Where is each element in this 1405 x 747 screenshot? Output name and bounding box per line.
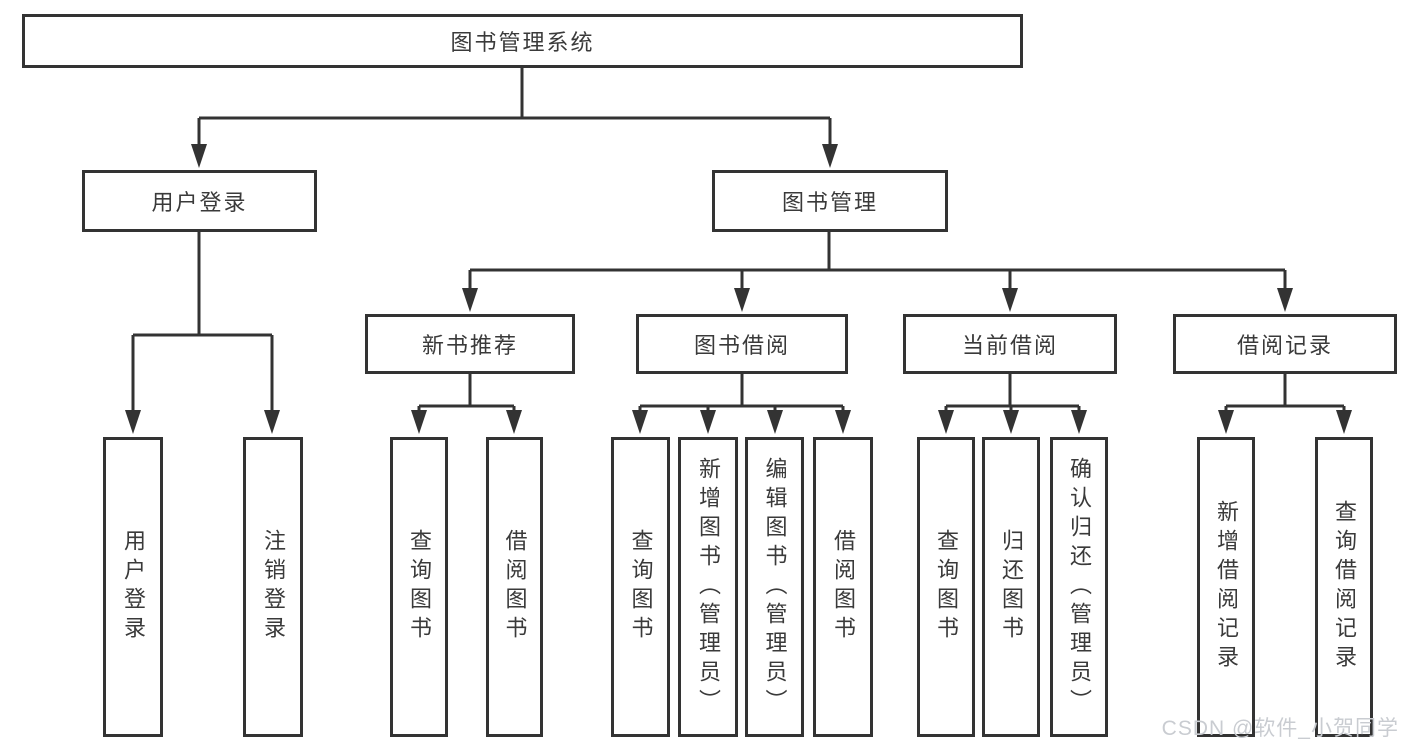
node-newrec-borrow-books: 借阅图书 — [486, 437, 543, 737]
node-borrow-borrow-books: 借阅图书 — [813, 437, 873, 737]
node-new-book-recommend: 新书推荐 — [365, 314, 575, 374]
node-current-return-books-label: 归还图书 — [999, 529, 1024, 645]
node-current-confirm-return-admin-label: 确认归还（管理员） — [1067, 456, 1092, 718]
node-current-confirm-return-admin: 确认归还（管理员） — [1050, 437, 1108, 737]
node-newrec-borrow-books-label: 借阅图书 — [502, 529, 528, 645]
node-borrow-edit-book-admin: 编辑图书（管理员） — [745, 437, 804, 737]
node-record-add-borrow-record: 新增借阅记录 — [1197, 437, 1255, 737]
node-leaf-user-login: 用户登录 — [103, 437, 163, 737]
node-user-login-label: 用户登录 — [151, 190, 248, 215]
node-borrow-borrow-books-label: 借阅图书 — [831, 529, 856, 645]
node-book-borrowing: 图书借阅 — [636, 314, 848, 374]
node-borrow-edit-book-admin-label: 编辑图书（管理员） — [762, 456, 788, 718]
node-current-return-books: 归还图书 — [982, 437, 1040, 737]
node-borrow-query-books: 查询图书 — [611, 437, 670, 737]
node-new-book-recommend-label: 新书推荐 — [421, 333, 518, 358]
node-borrow-records: 借阅记录 — [1173, 314, 1397, 374]
node-book-management-label: 图书管理 — [781, 190, 878, 215]
node-borrow-query-books-label: 查询图书 — [628, 529, 654, 645]
node-borrow-add-book-admin: 新增图书（管理员） — [678, 437, 738, 737]
node-leaf-user-login-label: 用户登录 — [121, 529, 146, 645]
node-record-query-borrow-record-label: 查询借阅记录 — [1332, 500, 1357, 674]
node-borrow-records-label: 借阅记录 — [1236, 333, 1333, 358]
node-newrec-query-books: 查询图书 — [390, 437, 448, 737]
node-user-login: 用户登录 — [82, 170, 317, 232]
node-book-management: 图书管理 — [712, 170, 948, 232]
node-current-query-books: 查询图书 — [917, 437, 975, 737]
node-newrec-query-books-label: 查询图书 — [407, 529, 432, 645]
node-leaf-logout-label: 注销登录 — [261, 529, 286, 645]
arrowheads — [125, 144, 1352, 434]
node-current-borrowing: 当前借阅 — [903, 314, 1117, 374]
node-root-label: 图书管理系统 — [450, 30, 595, 55]
node-leaf-logout: 注销登录 — [243, 437, 303, 737]
node-record-query-borrow-record: 查询借阅记录 — [1315, 437, 1373, 737]
node-borrow-add-book-admin-label: 新增图书（管理员） — [696, 456, 721, 718]
node-record-add-borrow-record-label: 新增借阅记录 — [1214, 500, 1239, 674]
csdn-watermark: CSDN @软件_小贺同学 — [1161, 717, 1399, 740]
node-current-query-books-label: 查询图书 — [934, 529, 959, 645]
node-current-borrowing-label: 当前借阅 — [961, 333, 1058, 358]
node-root: 图书管理系统 — [22, 14, 1023, 68]
node-book-borrowing-label: 图书借阅 — [693, 333, 790, 358]
